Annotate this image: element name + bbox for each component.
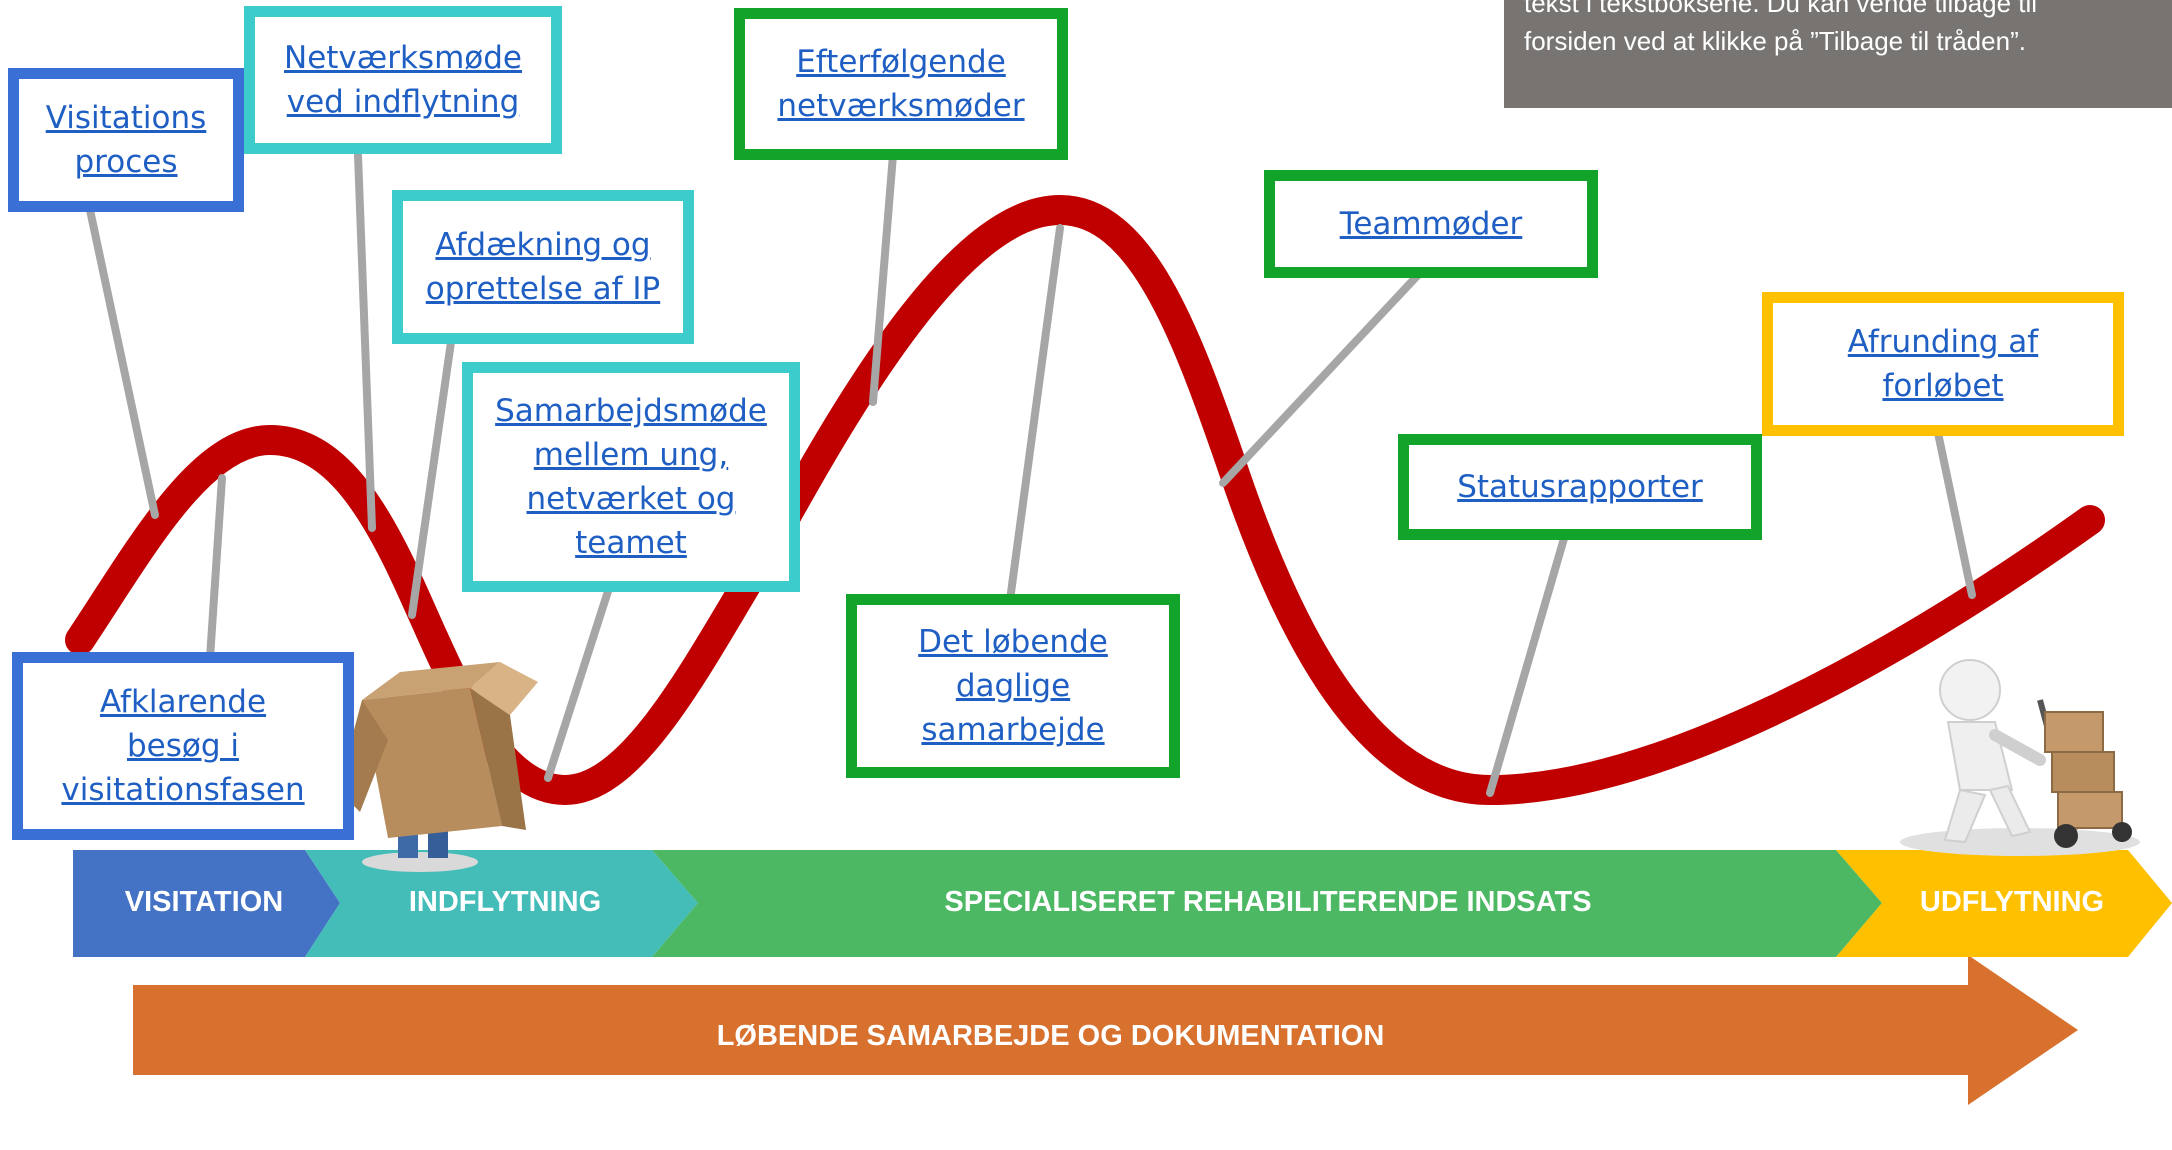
- dokumentation-label: LØBENDE SAMARBEJDE OG DOKUMENTATION: [716, 1020, 1385, 1052]
- connector-afdaekning: [408, 331, 456, 619]
- link-visitations-proces[interactable]: Visitations proces: [45, 100, 207, 180]
- connector-daglige: [1006, 224, 1064, 604]
- box-daglige-samarbejde: Det løbende daglige samarbejde: [846, 594, 1180, 778]
- link-teammoeder[interactable]: Teammøder: [1339, 206, 1523, 242]
- connector-afklarende: [206, 474, 226, 662]
- box-efterfoelgende: Efterfølgende netværksmøder: [734, 8, 1068, 160]
- phase-udflytning-shape: [1836, 850, 2172, 957]
- connector-statusrapporter: [1486, 531, 1569, 797]
- phase-visitation-label: VISITATION: [124, 886, 284, 918]
- phase-visitation-shape: [73, 850, 340, 957]
- link-daglige-samarbejde[interactable]: Det løbende daglige samarbejde: [918, 624, 1108, 748]
- connector-teammoeder: [1219, 271, 1422, 487]
- moving-figure-illustration: [1900, 659, 2140, 856]
- box-teammoeder: Teammøder: [1264, 170, 1598, 278]
- phase-udflytning-label: UDFLYTNING: [1919, 886, 2105, 918]
- box-statusrapporter: Statusrapporter: [1398, 434, 1762, 540]
- link-afklarende-besoeg[interactable]: Afklarende besøg i visitationsfasen: [61, 684, 305, 808]
- box-visitations-proces: Visitations proces: [8, 68, 244, 212]
- link-netvaerksmoede-indflytning[interactable]: Netværksmøde ved indflytning: [284, 40, 522, 120]
- box-afdaekning-ip: Afdækning og oprettelse af IP: [392, 190, 694, 344]
- box-samarbejdsmoede: Samarbejdsmøde mellem ung, netværket og …: [462, 362, 800, 592]
- connector-visitations: [86, 206, 159, 519]
- dokumentation-arrow: [133, 955, 2078, 1105]
- phase-specialiseret-shape: [652, 850, 1882, 957]
- box-afrunding: Afrunding af forløbet: [1762, 292, 2124, 436]
- link-statusrapporter[interactable]: Statusrapporter: [1457, 469, 1703, 505]
- person-in-box-illustration: [338, 662, 538, 872]
- info-line-1: tekst i tekstboksene. Du kan vende tilba…: [1524, 0, 2038, 18]
- link-samarbejdsmoede[interactable]: Samarbejdsmøde mellem ung, netværket og …: [495, 393, 767, 561]
- connector-netvaerksmoede: [354, 151, 376, 532]
- link-afrunding[interactable]: Afrunding af forløbet: [1847, 324, 2039, 404]
- info-line-2: forsiden ved at klikke på ”Tilbage til t…: [1524, 26, 2026, 56]
- phase-indflytning-shape: [305, 850, 698, 957]
- connector-efterfoelgende: [869, 151, 897, 406]
- link-afdaekning-ip[interactable]: Afdækning og oprettelse af IP: [425, 227, 661, 307]
- phase-indflytning-label: INDFLYTNING: [408, 886, 602, 918]
- connector-samarbejdsmoede: [544, 581, 614, 782]
- box-afklarende-besoeg: Afklarende besøg i visitationsfasen: [12, 652, 354, 840]
- info-box: tekst i tekstboksene. Du kan vende tilba…: [1504, 0, 2172, 108]
- link-efterfoelgende[interactable]: Efterfølgende netværksmøder: [777, 44, 1025, 124]
- phase-specialiseret-label: SPECIALISERET REHABILITERENDE INDSATS: [944, 886, 1592, 918]
- connector-lines: [86, 151, 1976, 797]
- box-netvaerksmoede-indflytning: Netværksmøde ved indflytning: [244, 6, 562, 154]
- connector-afrunding: [1934, 429, 1976, 599]
